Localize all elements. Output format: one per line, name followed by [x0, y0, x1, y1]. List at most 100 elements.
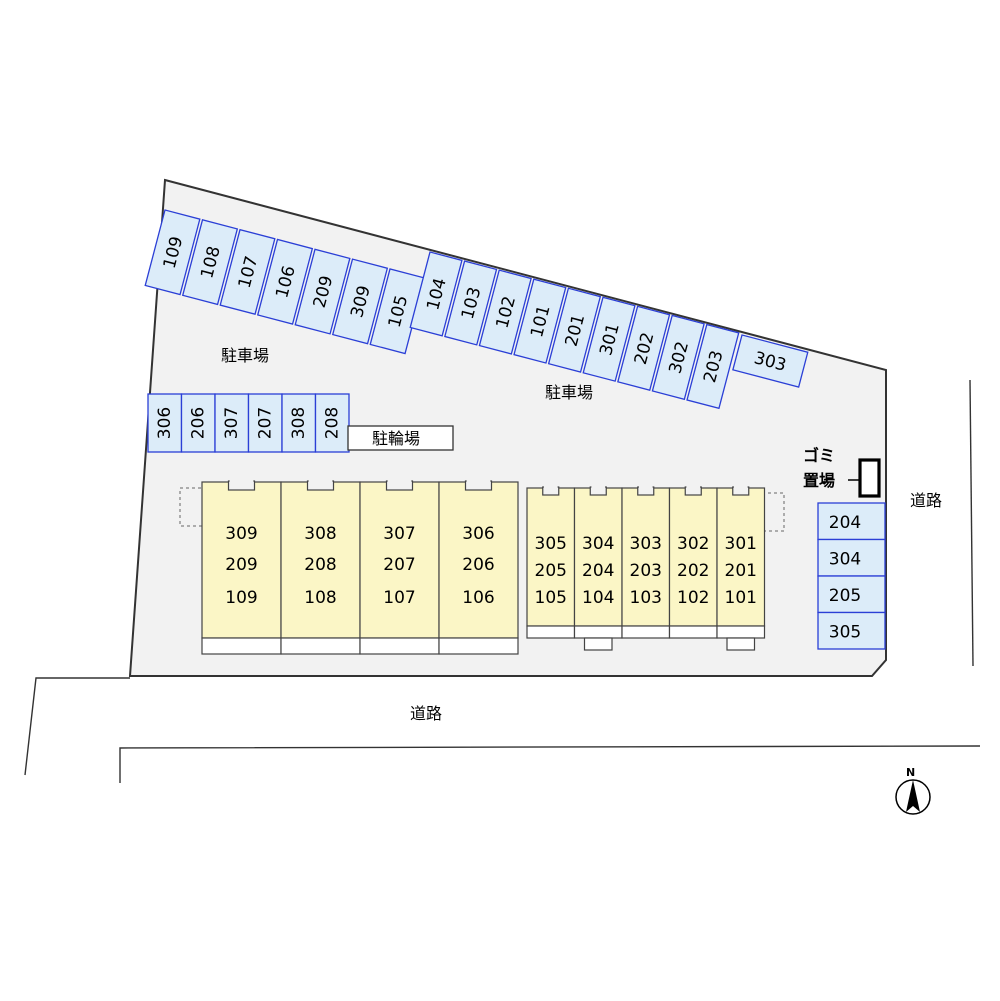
parking-space-box — [281, 393, 317, 453]
unit-notch-mask — [686, 485, 701, 488]
parking-space: 106 — [256, 238, 314, 325]
parking-space-box — [513, 278, 567, 364]
parking-space-label: 205 — [829, 586, 861, 606]
unit-number: 302 — [677, 534, 709, 554]
parking-space: 107 — [219, 228, 276, 316]
unit-number: 201 — [725, 561, 757, 581]
building-unit: 304 204 104 — [573, 485, 623, 651]
road-label-south: 道路 — [410, 704, 442, 723]
north-label: N — [906, 766, 915, 779]
unit-number: 202 — [677, 561, 709, 581]
parking-space: 205 — [817, 575, 886, 614]
parking-space-box — [478, 269, 532, 355]
unit-number: 106 — [462, 588, 494, 608]
unit-number: 308 — [304, 524, 336, 544]
unit-number: 303 — [630, 534, 662, 554]
unit-number: 109 — [225, 588, 257, 608]
parking-space: 305 — [817, 611, 886, 650]
unit-number: 206 — [462, 555, 494, 575]
unit-notch-mask — [543, 485, 558, 488]
bicycle-parking-label: 駐輪場 — [372, 429, 420, 448]
garbage-label-line2: 置場 — [803, 471, 835, 490]
road-east-edge — [969, 379, 974, 667]
building-unit: 307 207 107 — [359, 479, 440, 655]
unit-number: 301 — [725, 534, 757, 554]
unit-number: 104 — [582, 588, 614, 608]
road-south-edge-top — [24, 677, 130, 776]
parking-space: 201 — [547, 287, 602, 373]
parking-space-box — [547, 287, 602, 373]
parking-space-box — [314, 393, 350, 453]
parking-space-label: 204 — [829, 513, 861, 533]
parking-space-box — [817, 502, 886, 541]
unit-notch-mask — [387, 479, 412, 482]
parking-space-label: 305 — [829, 623, 861, 643]
parking-space-box — [181, 219, 239, 306]
unit-number: 306 — [462, 524, 494, 544]
parking-space: 209 — [294, 248, 351, 335]
unit-base — [438, 637, 519, 655]
unit-base — [668, 625, 718, 639]
parking-space-label: 304 — [829, 550, 861, 570]
parking-space: 307 — [214, 393, 250, 453]
parking-space-box — [256, 238, 314, 325]
parking-space: 304 — [817, 538, 886, 577]
unit-notch — [684, 486, 702, 496]
unit-notch — [464, 480, 493, 491]
unit-notch-mask — [591, 485, 606, 488]
parking-space-label: 306 — [155, 407, 175, 439]
parking-space-box — [331, 258, 389, 345]
unit-number: 209 — [225, 555, 257, 575]
road-south-edge-bottom — [119, 745, 981, 783]
bicycle-parking-area — [347, 425, 454, 451]
parking-space: 308 — [281, 393, 317, 453]
unit-notch-mask — [466, 479, 491, 482]
unit-number: 304 — [582, 534, 614, 554]
unit-notch — [732, 486, 750, 496]
garbage-storage — [858, 458, 881, 498]
parking-space-box — [409, 251, 463, 337]
parking-space-label: 206 — [189, 407, 209, 439]
parking-space-box — [617, 305, 671, 392]
unit-notch — [637, 486, 655, 496]
unit-base — [621, 625, 671, 639]
parking-space-label: 207 — [256, 407, 276, 439]
parking-space-label: 208 — [323, 407, 343, 439]
parking-label-center: 駐車場 — [545, 383, 593, 402]
unit-notch — [306, 480, 335, 491]
parking-space-box — [817, 611, 886, 650]
unit-number: 108 — [304, 588, 336, 608]
unit-base — [573, 625, 623, 639]
parking-space-box — [651, 314, 705, 401]
unit-number: 204 — [582, 561, 614, 581]
unit-notch-mask — [638, 485, 653, 488]
unit-base — [716, 625, 766, 639]
building-unit: 302 202 102 — [668, 485, 718, 639]
unit-number: 207 — [383, 555, 415, 575]
unit-number: 107 — [383, 588, 415, 608]
north-arrow: N — [895, 766, 931, 815]
parking-space: 101 — [513, 278, 567, 364]
unit-box — [573, 487, 623, 627]
parking-space: 108 — [181, 219, 239, 306]
building-unit: 306 206 106 — [438, 479, 519, 655]
unit-number: 307 — [383, 524, 415, 544]
building-east: 3052051053042041043032031033022021023012… — [526, 485, 766, 651]
unit-base — [280, 637, 361, 655]
parking-space: 202 — [617, 305, 671, 392]
parking-space: 309 — [331, 258, 389, 345]
unit-number: 103 — [630, 588, 662, 608]
unit-number: 102 — [677, 588, 709, 608]
parking-space-label: 307 — [222, 407, 242, 439]
parking-space-box — [219, 228, 276, 316]
parking-space-label: 308 — [289, 407, 309, 439]
parking-space-box — [180, 393, 216, 453]
parking-space-box — [147, 393, 183, 453]
unit-number: 208 — [304, 555, 336, 575]
